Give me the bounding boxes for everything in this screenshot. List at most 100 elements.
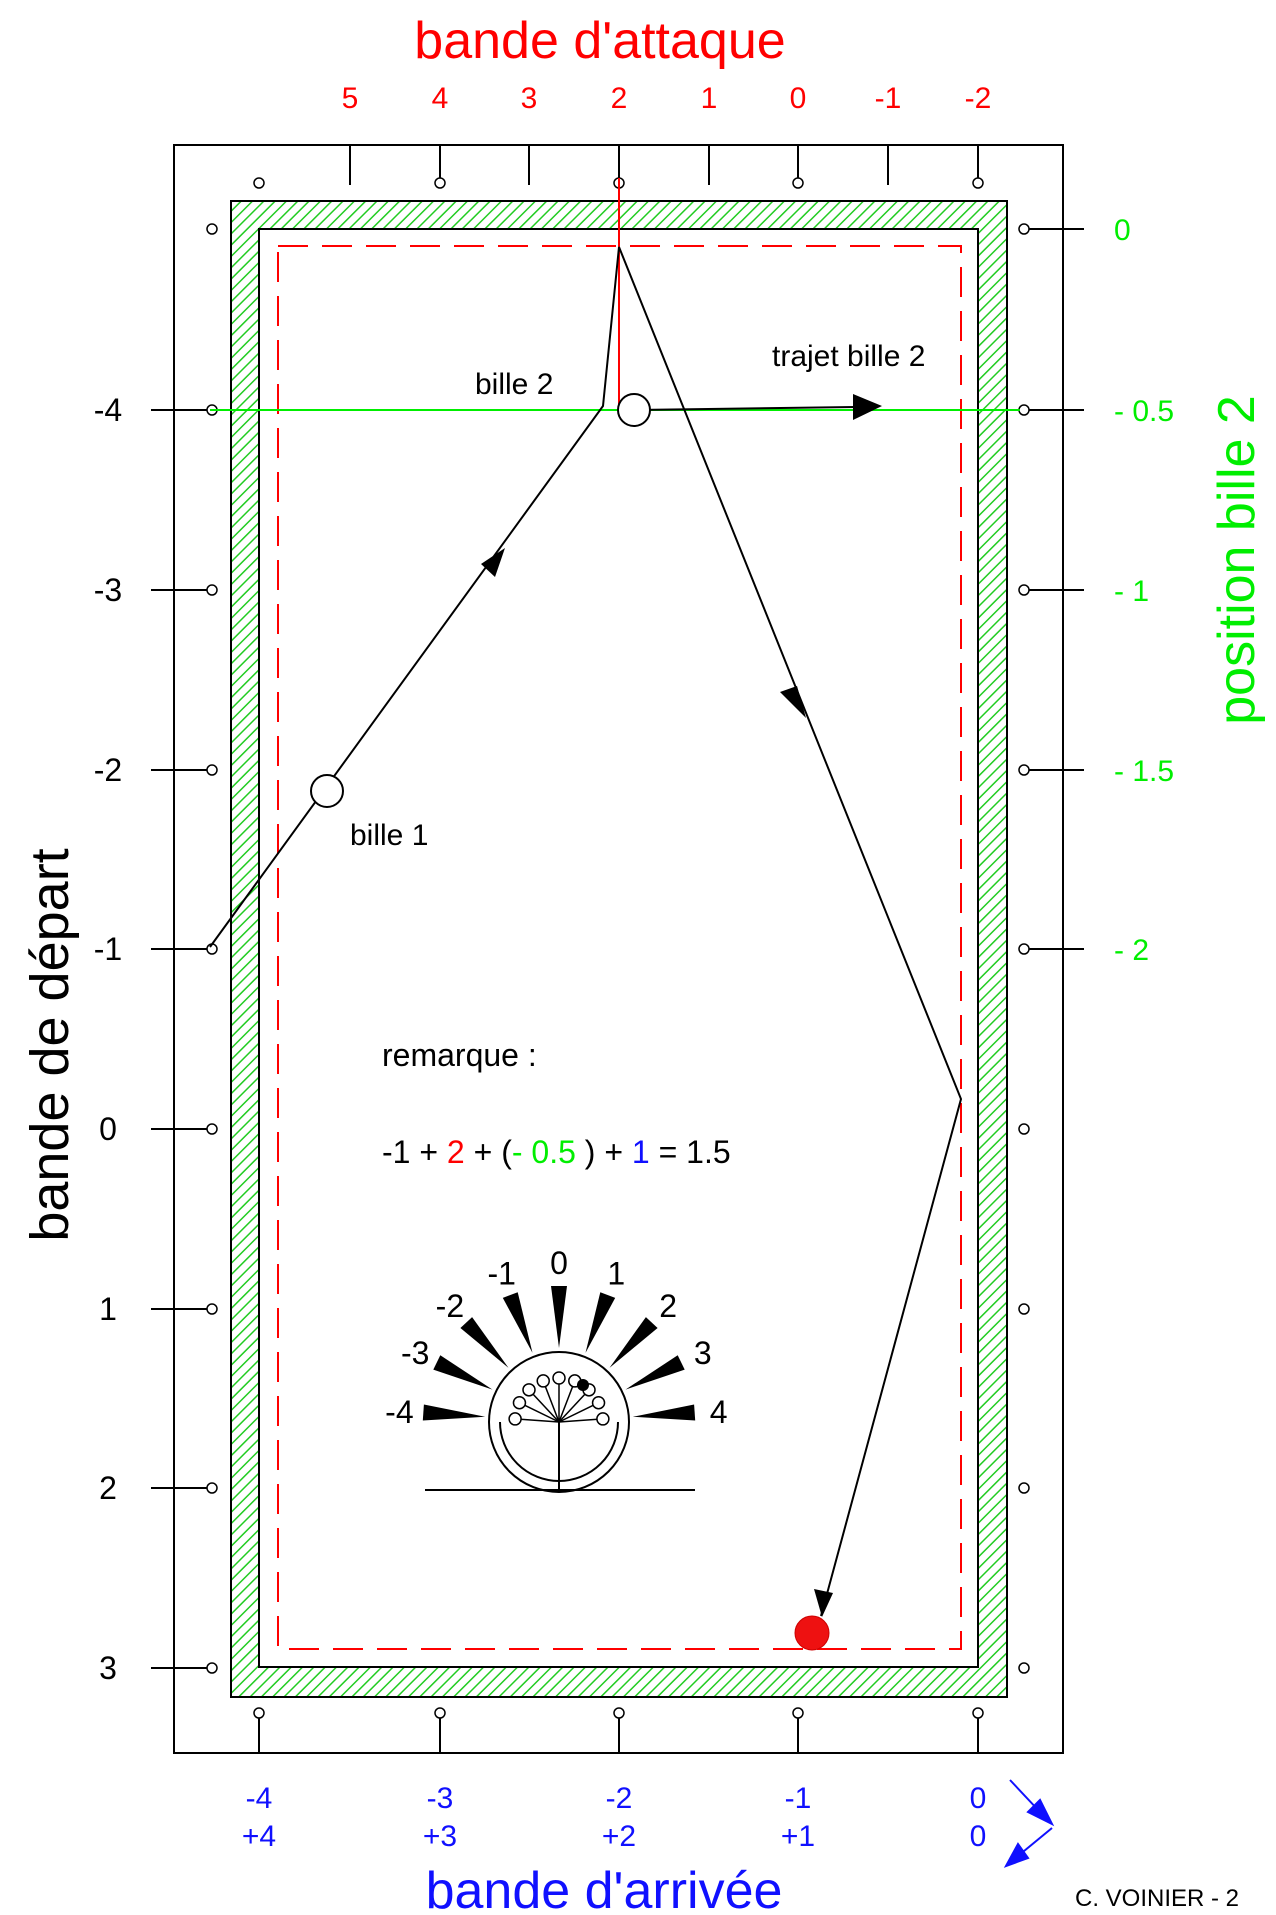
top-scale-label: 3 (521, 82, 538, 115)
effect-spoke (609, 1317, 658, 1368)
bottom-scale-label-b: +2 (602, 1820, 636, 1853)
diamond-marker (206, 1662, 218, 1674)
left-scale-label: 0 (99, 1111, 117, 1147)
formula: -1 + 2 + (- 0.5 ) + 1 = 1.5 (382, 1134, 731, 1170)
diamond-marker (206, 764, 218, 776)
bottom-title: bande d'arrivée (426, 1862, 783, 1915)
formula-part: - 0.5 (512, 1134, 576, 1170)
bottom-scale-label-a: -1 (785, 1782, 812, 1815)
bottom-scale-label-b: +3 (423, 1820, 457, 1853)
effect-dial-label: 4 (710, 1394, 728, 1430)
diamond-marker (206, 1123, 218, 1135)
effect-spoke (632, 1404, 696, 1421)
formula-part: 2 (447, 1134, 465, 1170)
diamond-marker (206, 584, 218, 596)
bille2-ball (617, 393, 651, 427)
effect-spoke (433, 1355, 493, 1390)
formula-part: ) + (576, 1134, 632, 1170)
formula-part: = 1.5 (650, 1134, 731, 1170)
formula-part: + ( (465, 1134, 512, 1170)
bottom-scale-label-a: -2 (606, 1782, 633, 1815)
bottom-scale-label-a: -4 (246, 1782, 273, 1815)
top-scale-label: -2 (965, 82, 992, 115)
diamond-marker (1018, 1123, 1030, 1135)
scale-ticks (151, 145, 1084, 1753)
selected-contact-point (577, 1379, 589, 1391)
diamond-marker (1018, 404, 1030, 416)
effect-spoke (502, 1292, 533, 1353)
red-ball (794, 1615, 830, 1651)
effect-dial-label: 0 (550, 1245, 568, 1281)
right-scale-label: - 1 (1114, 575, 1149, 608)
diamond-marker (206, 1482, 218, 1494)
right-scale-label: 0 (1114, 214, 1131, 247)
bottom-scale-label-a: 0 (970, 1782, 987, 1815)
diamond-marker (253, 1707, 265, 1719)
top-title: bande d'attaque (414, 12, 785, 70)
diamond-marker (972, 1707, 984, 1719)
trajet-label: trajet bille 2 (772, 340, 925, 373)
arrow-up (481, 548, 505, 577)
right-scale-label: - 0.5 (1114, 395, 1174, 428)
formula-part: -1 + (382, 1134, 447, 1170)
diamond-marker (1018, 1662, 1030, 1674)
effect-spoke (422, 1404, 486, 1421)
effect-dial-label: -2 (436, 1288, 464, 1324)
diamond-marker (613, 1707, 625, 1719)
left-scale-label: -4 (94, 392, 122, 428)
arrow-down (780, 686, 806, 718)
effect-spoke (625, 1355, 685, 1390)
effect-dial-label: 3 (694, 1335, 712, 1371)
right-scale-label: - 2 (1114, 934, 1149, 967)
diamond-marker (206, 223, 218, 235)
effect-spoke (585, 1292, 616, 1353)
effect-spoke (551, 1286, 567, 1348)
diamond-marker (1018, 764, 1030, 776)
bille2-label: bille 2 (475, 368, 553, 401)
diamond-marker (1018, 1482, 1030, 1494)
right-scale-label: - 1.5 (1114, 755, 1174, 788)
top-scale-label: 2 (611, 82, 628, 115)
effect-dial-label: -1 (487, 1256, 515, 1292)
cushion-rail (230, 200, 1008, 1698)
diamond-marker (792, 1707, 804, 1719)
diamond-marker (434, 177, 446, 189)
diamond-marker (972, 177, 984, 189)
remarque-label: remarque : (382, 1037, 537, 1073)
bille2-path (633, 406, 856, 411)
left-scale-label: 2 (99, 1470, 117, 1506)
top-scale-label: 5 (342, 82, 359, 115)
diamond-marker (792, 177, 804, 189)
diamond-marker (1018, 223, 1030, 235)
top-scale-label: 1 (701, 82, 718, 115)
arrow-bottom (814, 1589, 833, 1617)
playing-surface (258, 228, 979, 1668)
bottom-scale-label-b: 0 (970, 1820, 987, 1853)
top-scale-label: 4 (432, 82, 449, 115)
diamond-marker (1018, 1303, 1030, 1315)
bille1-path (209, 246, 963, 1617)
credit: C. VOINIER - 2 (1075, 1885, 1239, 1912)
diamond-marker (1018, 943, 1030, 955)
formula-part: 1 (632, 1134, 650, 1170)
bille1-ball (310, 774, 344, 808)
effect-dial-label: -4 (385, 1394, 413, 1430)
top-scale-label: -1 (875, 82, 902, 115)
bottom-scale-label-b: +1 (781, 1820, 815, 1853)
bottom-scale-label-b: +4 (242, 1820, 276, 1853)
left-scale-label: -1 (94, 931, 122, 967)
left-scale-label: 3 (99, 1650, 117, 1686)
left-scale-label: -2 (94, 752, 122, 788)
bottom-scale-label-a: -3 (427, 1782, 454, 1815)
effect-dial-label: 2 (659, 1288, 677, 1324)
top-scale-label: 0 (790, 82, 807, 115)
effect-spoke (460, 1317, 509, 1368)
diamond-marker (1018, 584, 1030, 596)
left-scale-label: 1 (99, 1291, 117, 1327)
right-title: position bille 2 (1208, 395, 1266, 725)
left-title: bande de départ (20, 848, 80, 1241)
diamond-marker (206, 1303, 218, 1315)
bille2-arrow (853, 394, 882, 420)
